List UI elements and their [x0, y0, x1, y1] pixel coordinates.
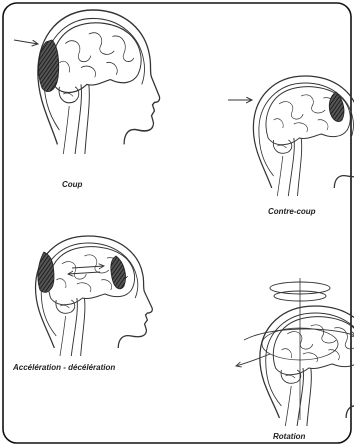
- rotation-arrow-icon: [236, 278, 354, 420]
- acceleration-panel: [36, 236, 153, 356]
- arrow-right-icon: [14, 40, 38, 44]
- acceleration-contusion-front: [111, 256, 126, 289]
- coup-panel: [14, 10, 160, 154]
- rotation-label: Rotation: [273, 433, 305, 441]
- contre-coup-panel: [228, 76, 354, 196]
- acceleration-contusion-back: [38, 252, 54, 292]
- contre-coup-contusion: [329, 92, 344, 122]
- rotation-panel: [236, 278, 354, 426]
- coup-label: Coup: [62, 181, 82, 189]
- contre-coup-label: Contre-coup: [268, 208, 316, 216]
- acceleration-label: Accélération - décélération: [13, 364, 115, 372]
